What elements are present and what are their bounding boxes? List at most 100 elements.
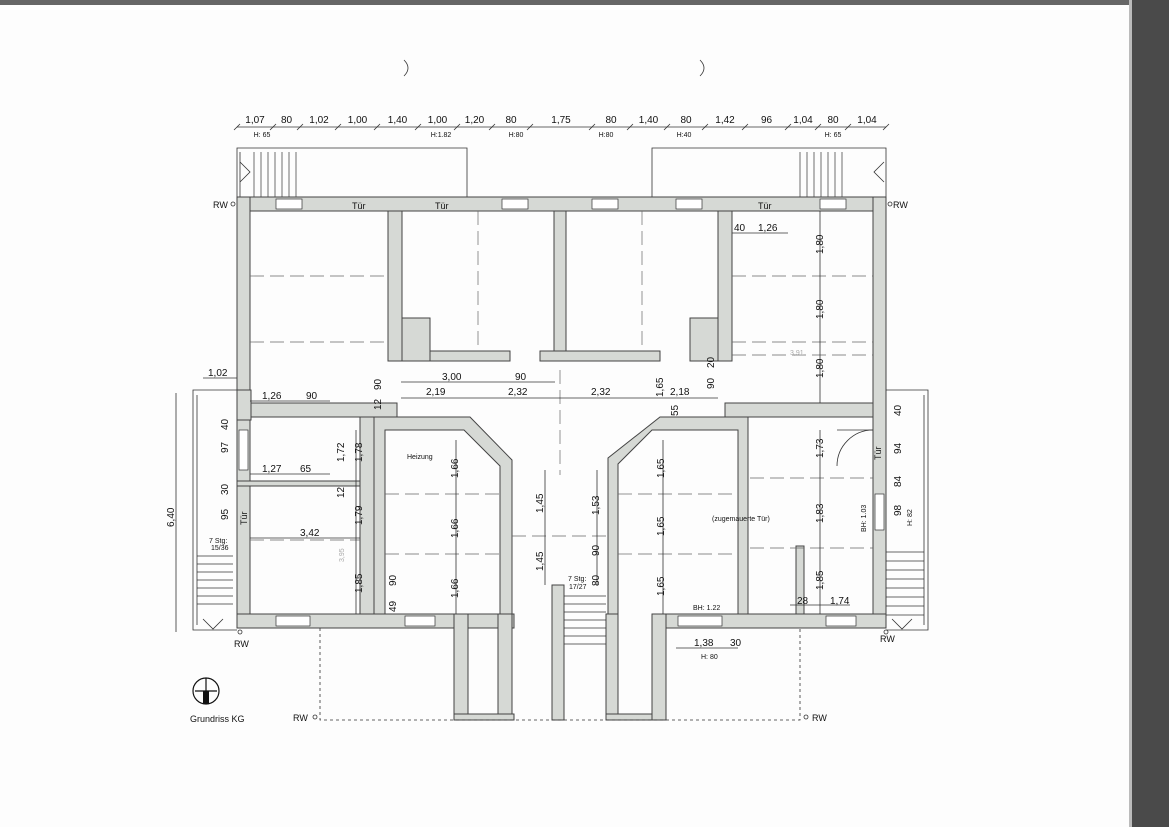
dimension-label: 40 — [893, 404, 904, 416]
opening-height-label: H:80 — [509, 132, 524, 139]
dimension-label: 84 — [893, 475, 904, 487]
dimension-label: 1,85 — [354, 573, 365, 593]
opening-height-label: H:40 — [677, 132, 692, 139]
dimension-tick — [334, 123, 342, 131]
dimension-label: 65 — [300, 464, 312, 475]
dimension-label: 30 — [220, 483, 231, 495]
dimension-label: 2,32 — [591, 387, 611, 398]
light-well-bottom-left — [192, 389, 237, 631]
light-well-left — [236, 147, 468, 197]
door-label: Tür — [758, 201, 772, 211]
dashed-lines — [250, 211, 873, 555]
dimension-label: 1,72 — [336, 442, 347, 462]
door-label: Tür — [239, 511, 249, 525]
terrace-outline — [319, 628, 801, 721]
windows — [238, 198, 885, 627]
dimension-label: 1,66 — [450, 458, 461, 478]
dimension-label: 40 — [734, 223, 746, 234]
dimension-label: 28 — [797, 596, 809, 607]
dimension-label: 1,85 — [815, 570, 826, 590]
height-label: H: 82 — [907, 509, 914, 526]
dimension-tick — [269, 123, 277, 131]
dimension-label: 1,53 — [591, 495, 602, 515]
dimension-label: 30 — [730, 638, 742, 649]
dimension-label: 1,26 — [262, 391, 282, 402]
dimension-label: 1,45 — [535, 493, 546, 513]
dimension-label: 90 — [706, 377, 717, 389]
top-dimension-label: 80 — [827, 115, 839, 126]
opening-height-label: H:80 — [599, 132, 614, 139]
dimension-tick — [233, 123, 241, 131]
dimension-tick — [373, 123, 381, 131]
dimension-label: 20 — [706, 356, 717, 368]
top-dimension-label: 1,20 — [465, 115, 485, 126]
dimension-tick — [663, 123, 671, 131]
dimension-label: 2,19 — [426, 387, 446, 398]
stairs-centre — [564, 595, 606, 645]
dimension-label: 90 — [388, 574, 399, 586]
height-label: H: 80 — [701, 654, 718, 661]
dimension-label: 1,80 — [815, 358, 826, 378]
rw-label: RW — [812, 713, 827, 723]
top-dimension-label: 1,00 — [428, 115, 448, 126]
punch-hole-left — [403, 59, 409, 77]
light-well-right — [651, 147, 887, 197]
opening-height-label: H: 65 — [254, 132, 271, 139]
dimension-label: 1,80 — [815, 299, 826, 319]
plan-title: Grundriss KG — [190, 714, 245, 724]
dimension-tick — [588, 123, 596, 131]
rainwater-markers — [230, 201, 893, 720]
top-dimension-label: 1,00 — [348, 115, 368, 126]
stairs-label: 7 Stg: — [209, 538, 227, 545]
punch-hole-right — [699, 59, 705, 77]
dimension-tick — [784, 123, 792, 131]
top-dimension-label: 96 — [761, 115, 773, 126]
dimension-label: 98 — [893, 504, 904, 516]
top-dimension-label: 1,04 — [857, 115, 877, 126]
dimension-label: 49 — [388, 600, 399, 612]
rw-label: RW — [893, 200, 908, 210]
dimension-label: 12 — [336, 486, 347, 498]
dimension-label: 1,65 — [656, 458, 667, 478]
dimension-label: 1,79 — [354, 505, 365, 525]
door-swing — [836, 429, 874, 467]
top-dimension-label: 80 — [605, 115, 617, 126]
dimension-tick — [814, 123, 822, 131]
top-dimension-label: 1,40 — [388, 115, 408, 126]
dimension-label: 97 — [220, 441, 231, 453]
dimension-label: 1,45 — [535, 551, 546, 571]
room-label-bricked-door: (zugemauerte Tür) — [712, 516, 770, 523]
light-well-bottom-right — [886, 389, 929, 631]
dimension-label: 2,18 — [670, 387, 690, 398]
dimension-label: 1,66 — [450, 578, 461, 598]
top-dimension-label: 80 — [680, 115, 692, 126]
ghost-dimension: 3,95 — [339, 548, 346, 562]
sill-height-label: BH: 1.03 — [861, 505, 868, 532]
room-label-heizung: Heizung — [407, 454, 433, 461]
dimension-tick — [844, 123, 852, 131]
dimension-label: 80 — [591, 574, 602, 586]
rw-label: RW — [234, 639, 249, 649]
sill-height-label: BH: 1.22 — [693, 605, 720, 612]
dimension-label: 1,73 — [815, 438, 826, 458]
dimension-label: 2,32 — [508, 387, 528, 398]
walls — [236, 196, 887, 721]
top-dimension-label: 1,75 — [551, 115, 571, 126]
dimension-tick — [414, 123, 422, 131]
stairs-label-sub: 15/36 — [211, 545, 229, 552]
dimension-lines — [175, 211, 850, 649]
door-label: Tür — [873, 446, 883, 460]
dimension-label: 1,27 — [262, 464, 282, 475]
dimension-label: 6,40 — [166, 507, 177, 527]
top-dimension-label: 80 — [281, 115, 293, 126]
dimension-label: 1,65 — [655, 377, 666, 397]
rw-label: RW — [293, 713, 308, 723]
stairs-label: 7 Stg: — [568, 576, 586, 583]
top-dimension-label: 1,07 — [245, 115, 265, 126]
dimension-label: 1,80 — [815, 234, 826, 254]
top-dimension-label: 1,02 — [309, 115, 329, 126]
dimension-label: 1,66 — [450, 518, 461, 538]
dimension-label: 1,38 — [694, 638, 714, 649]
